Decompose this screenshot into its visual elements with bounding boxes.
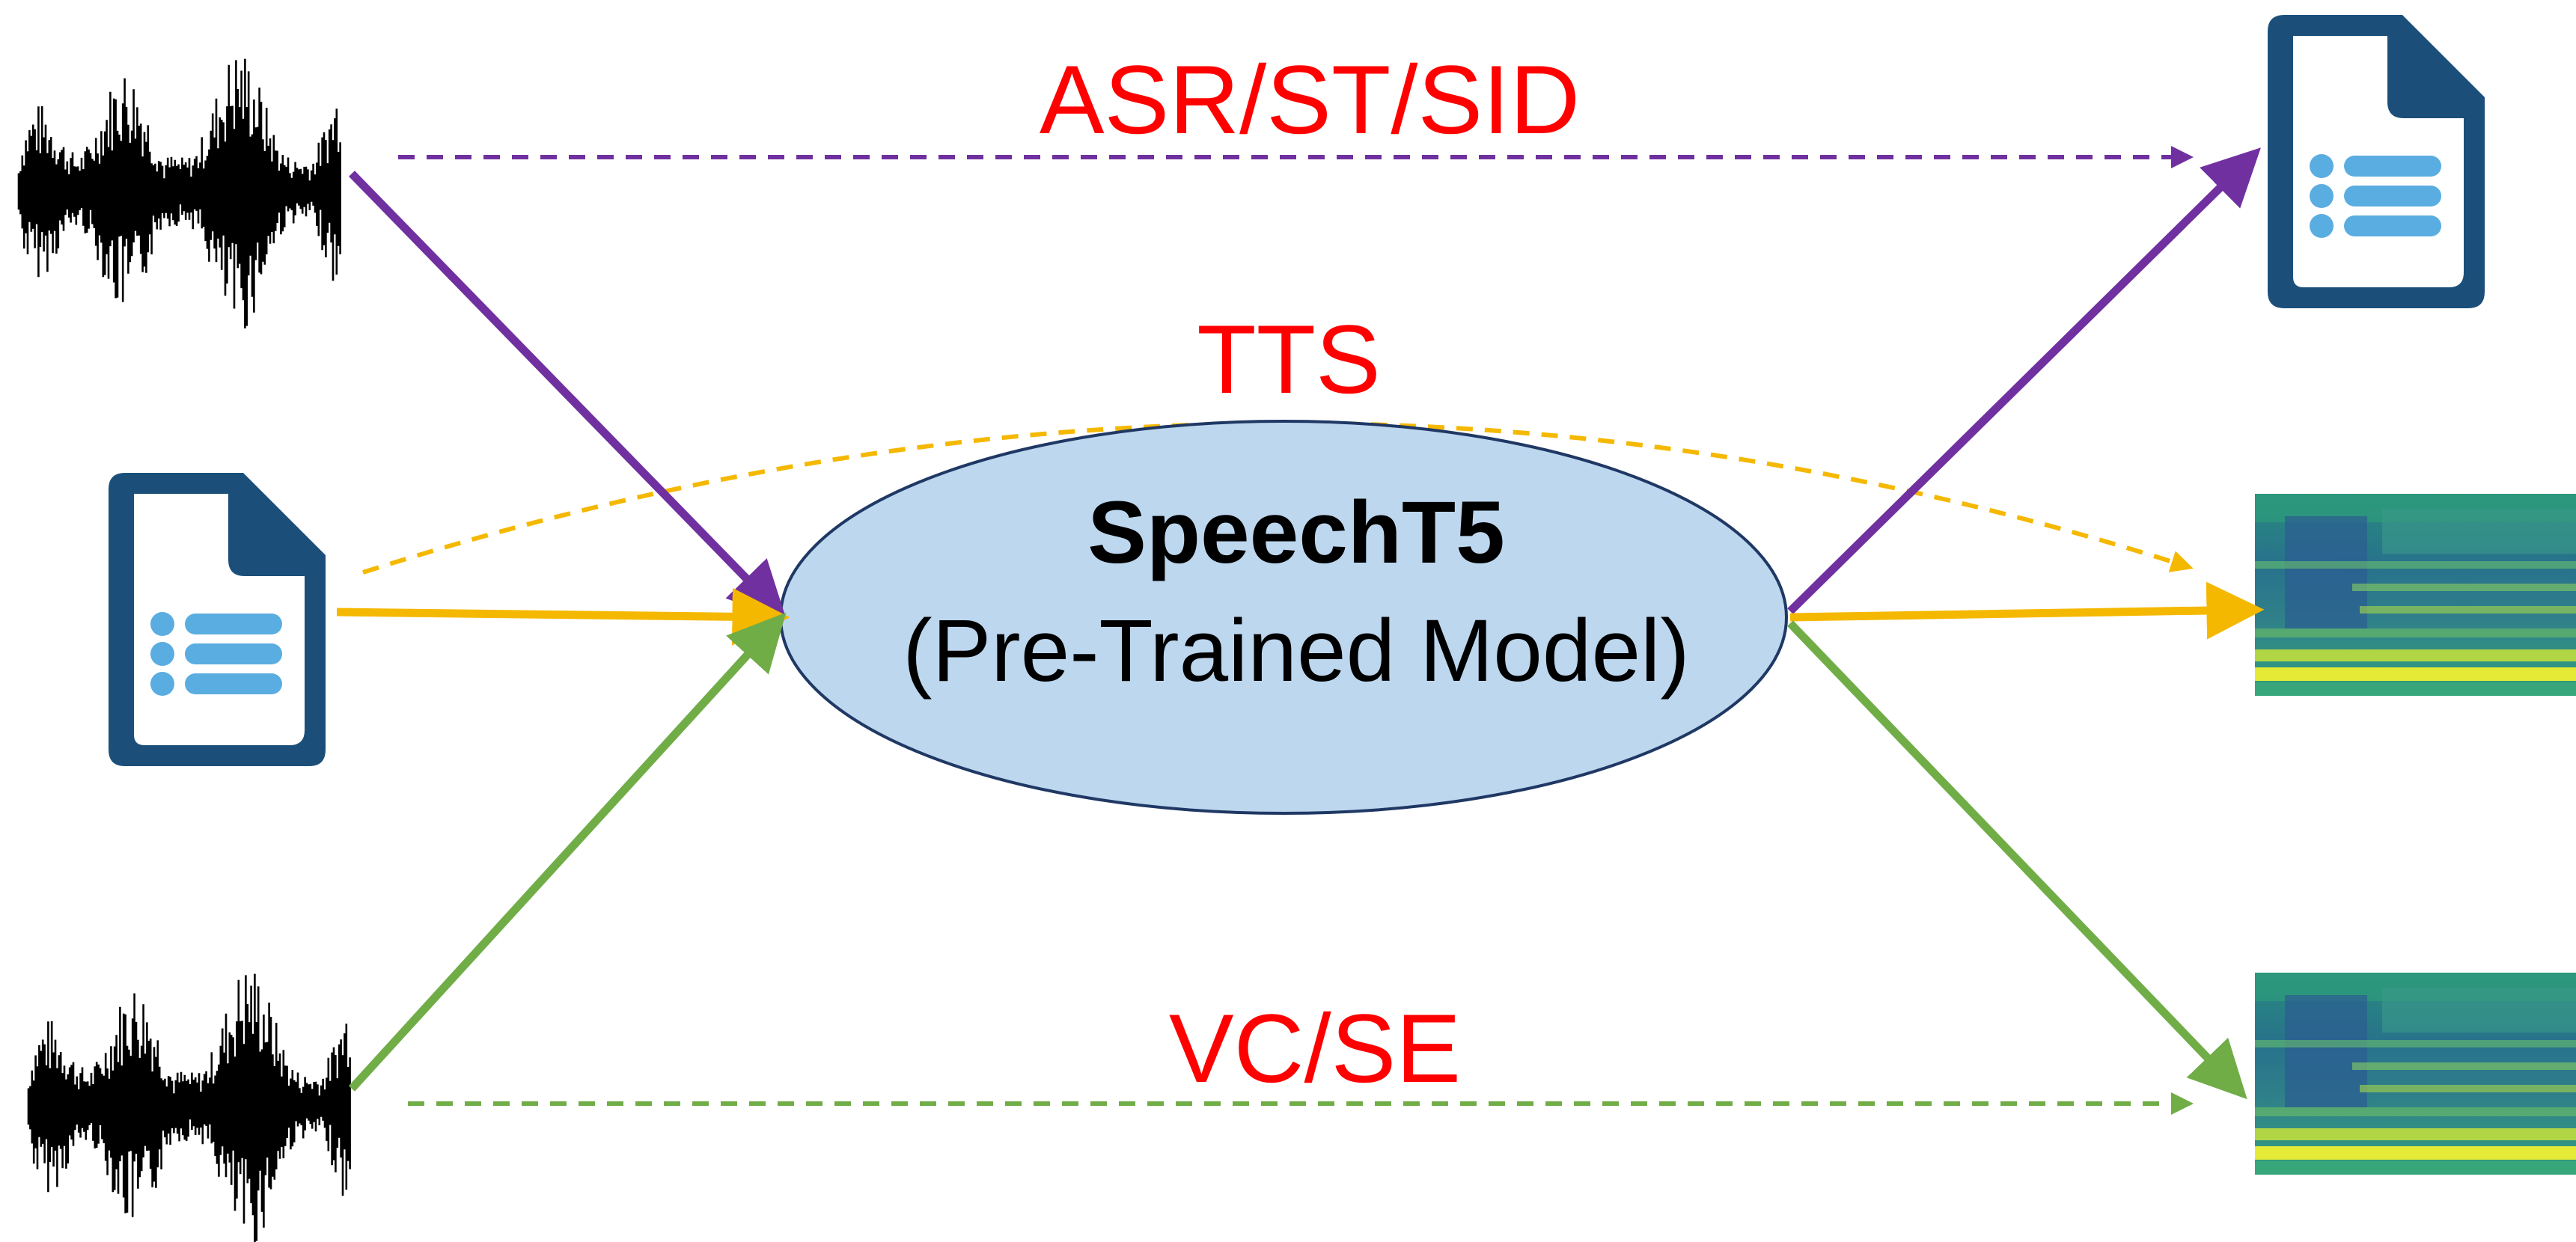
speech-output-arrow xyxy=(1789,581,2265,640)
output-document-icon xyxy=(2268,15,2485,308)
model-subtitle: (Pre-Trained Model) xyxy=(903,602,1689,700)
speech-input-bottom-arrow xyxy=(348,612,787,1092)
speech-input-arrow xyxy=(349,171,787,620)
tts-task-label: TTS xyxy=(1197,305,1381,414)
output-spectrogram-top-icon xyxy=(2255,494,2576,696)
vc-task-label: VC/SE xyxy=(1169,994,1461,1103)
input-waveform-bottom-icon xyxy=(27,973,352,1242)
input-document-icon xyxy=(109,473,326,766)
text-output-arrow xyxy=(1787,147,2261,614)
text-input-arrow xyxy=(336,587,790,646)
asr-task-label: ASR/ST/SID xyxy=(1040,45,1580,154)
speech-output-bottom-arrow xyxy=(1787,620,2247,1100)
model-name: SpeechT5 xyxy=(1087,483,1504,582)
output-spectrogram-bottom-icon xyxy=(2255,973,2576,1175)
input-waveform-top-icon xyxy=(17,58,342,330)
